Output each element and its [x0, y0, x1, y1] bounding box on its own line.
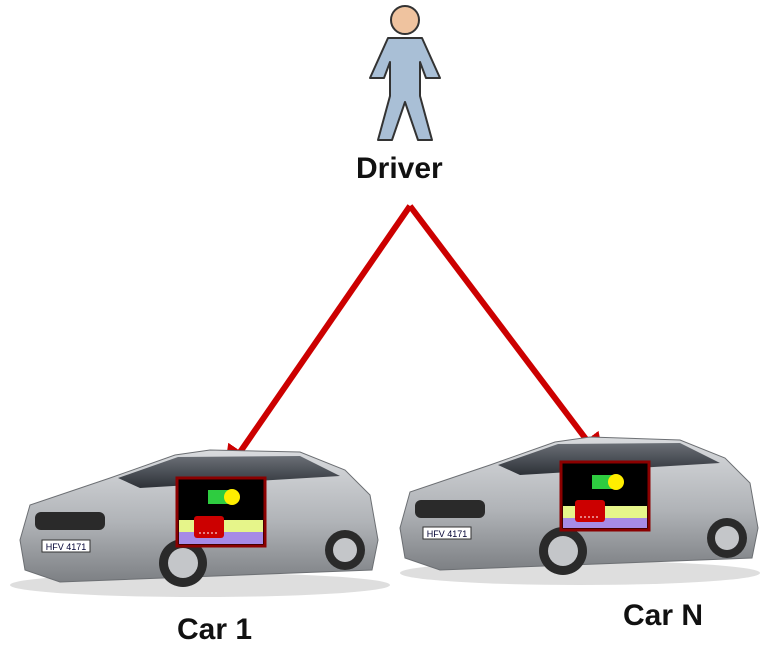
car-1-label: Car 1: [177, 613, 253, 646]
arrow-driver-to-carN: [407, 204, 605, 464]
car-n-device-icon: [559, 460, 651, 532]
driver-person-icon: [369, 5, 441, 141]
car-n-label: Car N: [623, 599, 704, 632]
svg-text:HFV 4171: HFV 4171: [427, 529, 468, 539]
driver-label: Driver: [356, 152, 443, 185]
svg-text:HFV 4171: HFV 4171: [46, 542, 87, 552]
car-1-device-icon: [175, 476, 267, 548]
arrow-driver-to-car1: [223, 204, 413, 476]
